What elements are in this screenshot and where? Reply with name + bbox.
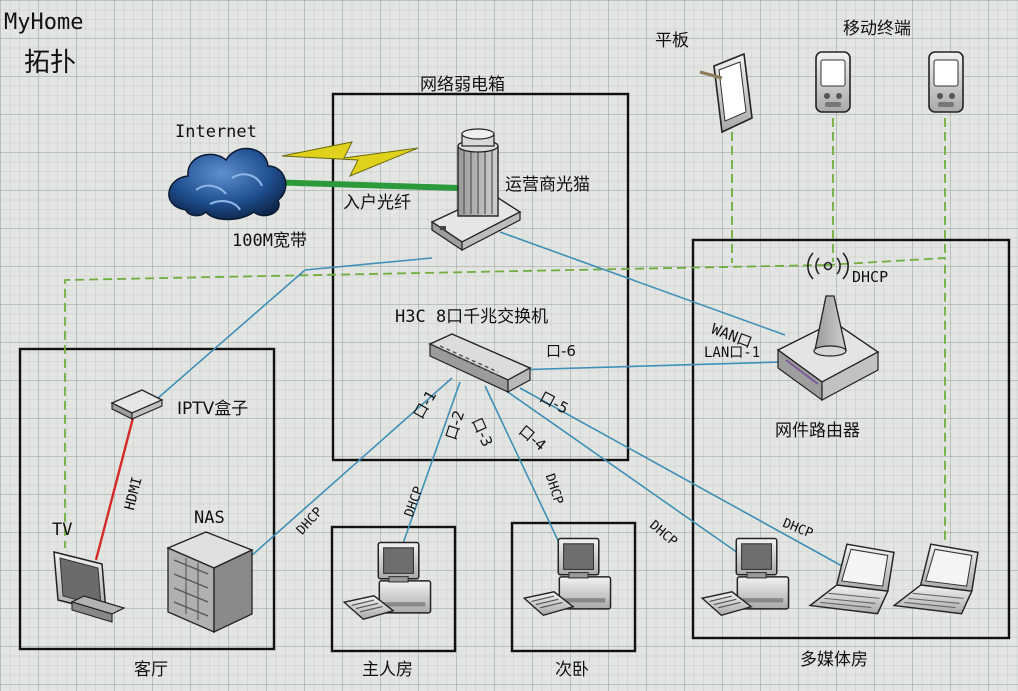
master-pc-icon: [343, 541, 432, 621]
port6-label: 口-6: [546, 342, 576, 360]
tablet-icon: [699, 52, 753, 134]
diagram-title: MyHome: [4, 10, 84, 35]
tablet-label: 平板: [655, 31, 689, 51]
mobile-label: 移动终端: [843, 19, 911, 39]
bandwidth-label: 100M宽带: [232, 231, 307, 251]
wifi-links: [64, 118, 946, 548]
iptv-box-icon: [110, 389, 164, 420]
switch-icon: [428, 333, 532, 394]
mobile-phone-1-icon: [815, 51, 851, 113]
lan-port-label: LAN口-1: [704, 345, 761, 361]
master-room-box: [330, 525, 457, 653]
fiber-label: 入户光纤: [343, 193, 411, 213]
lightning-icon: [281, 141, 419, 177]
tv-label: TV: [52, 520, 73, 540]
switch-label: H3C 8口千兆交换机: [395, 307, 549, 327]
optical-modem-icon: [430, 128, 522, 252]
media-pc-icon: [701, 537, 790, 617]
nas-label: NAS: [194, 508, 225, 528]
cabinet-label: 网络弱电箱: [420, 75, 505, 95]
diagram-subtitle: 拓扑: [24, 48, 77, 78]
cabinet-box: [331, 92, 630, 462]
media-room-box: [691, 238, 1011, 640]
master-room-label: 主人房: [362, 660, 413, 680]
internet-label: Internet: [175, 122, 257, 142]
media-laptop-2-icon: [893, 543, 979, 615]
nas-icon: [166, 531, 254, 634]
router-icon: [776, 252, 880, 402]
modem-label: 运营商光猫: [505, 175, 590, 195]
internet-cloud-icon: [168, 147, 287, 221]
tv-icon: [53, 551, 126, 623]
second-pc-icon: [523, 537, 612, 617]
second-room-box: [510, 521, 637, 653]
mobile-phone-2-icon: [928, 51, 964, 113]
fiber-link: [264, 179, 461, 191]
hdmi-cable: [94, 413, 136, 561]
living-room-box: [18, 347, 276, 651]
media-room-label: 多媒体房: [800, 650, 868, 670]
router-dhcp-label: DHCP: [852, 268, 889, 286]
router-label: 网件路由器: [775, 421, 860, 441]
second-room-label: 次卧: [555, 660, 589, 680]
iptv-label: IPTV盒子: [177, 399, 249, 419]
living-room-label: 客厅: [134, 660, 168, 680]
ethernet-links: [157, 231, 843, 567]
